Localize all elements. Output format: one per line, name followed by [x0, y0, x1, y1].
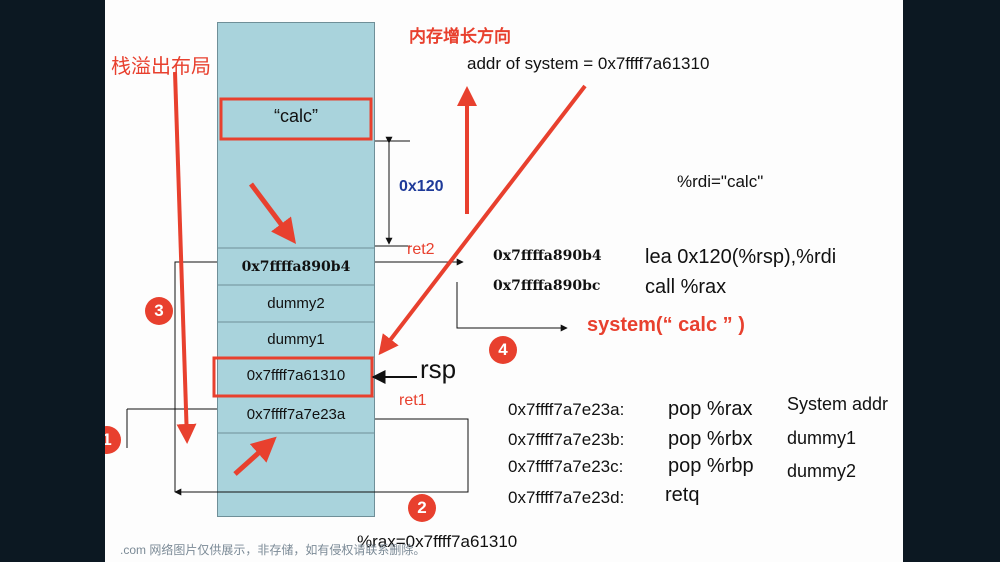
stack-column [217, 22, 375, 517]
step-badge-4: 4 [489, 336, 517, 364]
gadget2-addr-1: 0x7ffffa890bc [493, 278, 601, 294]
diagram-canvas: “calc” 0x7ffffa890b4 dummy2 dummy1 0x7ff… [105, 0, 903, 562]
stack-cell-system-addr: 0x7ffff7a61310 [246, 367, 346, 384]
stack-cell-ret1: 0x7ffff7a7e23a [246, 406, 346, 423]
rax-label: %rax=0x7ffff7a61310 [357, 532, 518, 551]
stack-cell-calc: “calc” [274, 106, 318, 126]
gadget1-instr-0: pop %rax [668, 398, 753, 420]
gadget1-instr-1: pop %rbx [668, 428, 753, 450]
watermark-footer: .com 网络图片仅供展示，非存储，如有侵权请联系删除。 [120, 543, 426, 557]
gadget1-note-0: System addr [787, 394, 889, 414]
gadget1-addr-0: 0x7ffff7a7e23a: [508, 400, 625, 419]
stack-cell-dummy2: dummy2 [267, 295, 325, 312]
rsp-label: rsp [420, 354, 457, 384]
gadget1-instr-3: retq [665, 484, 700, 506]
gadget2-instr-1: call %rax [645, 276, 727, 298]
ret1-loop [174, 418, 469, 496]
stack-cell-ret2: 0x7ffffa890b4 [241, 259, 351, 275]
stack-cell-dummy1: dummy1 [267, 331, 325, 348]
gadget2-instr-0: lea 0x120(%rsp),%rdi [645, 246, 837, 268]
overflow-layout-title: 栈溢出布局 [111, 56, 211, 78]
step-badge-3: 3 [145, 297, 173, 325]
ret1-label: ret1 [399, 392, 427, 409]
ret2-pointer-arrow [249, 182, 296, 244]
gadget1-note-1: dummy1 [787, 428, 857, 448]
system-pointer-arrow [378, 84, 587, 356]
gadget1-addr-3: 0x7ffff7a7e23d: [508, 488, 625, 507]
gadget1-addr-1: 0x7ffff7a7e23b: [508, 430, 625, 449]
rdi-label: %rdi="calc" [677, 172, 764, 191]
overflow-arrow [173, 71, 197, 444]
gadget2-addr-0: 0x7ffffa890b4 [493, 248, 602, 264]
connector-lines [126, 71, 587, 496]
system-address-line: addr of system = 0x7ffff7a61310 [467, 54, 710, 73]
gadget1-note-2: dummy2 [787, 461, 857, 481]
calc-highlight-box [219, 97, 373, 141]
step-badge-2: 2 [408, 494, 436, 522]
call-system-arrow [456, 282, 568, 332]
memory-growth-title: 内存增长方向 [409, 27, 511, 46]
system-call-label: system(“ calc ” ) [587, 314, 745, 336]
offset-bracket [375, 136, 410, 247]
loop-3 [174, 261, 217, 492]
offset-label: 0x120 [399, 178, 444, 195]
gadget1-addr-2: 0x7ffff7a7e23c: [508, 457, 624, 476]
gadget1-instr-2: pop %rbp [668, 455, 754, 477]
ret2-label: ret2 [407, 241, 435, 258]
step-badge-1: 1 [105, 426, 121, 454]
ret1-pointer-arrow [233, 436, 277, 476]
